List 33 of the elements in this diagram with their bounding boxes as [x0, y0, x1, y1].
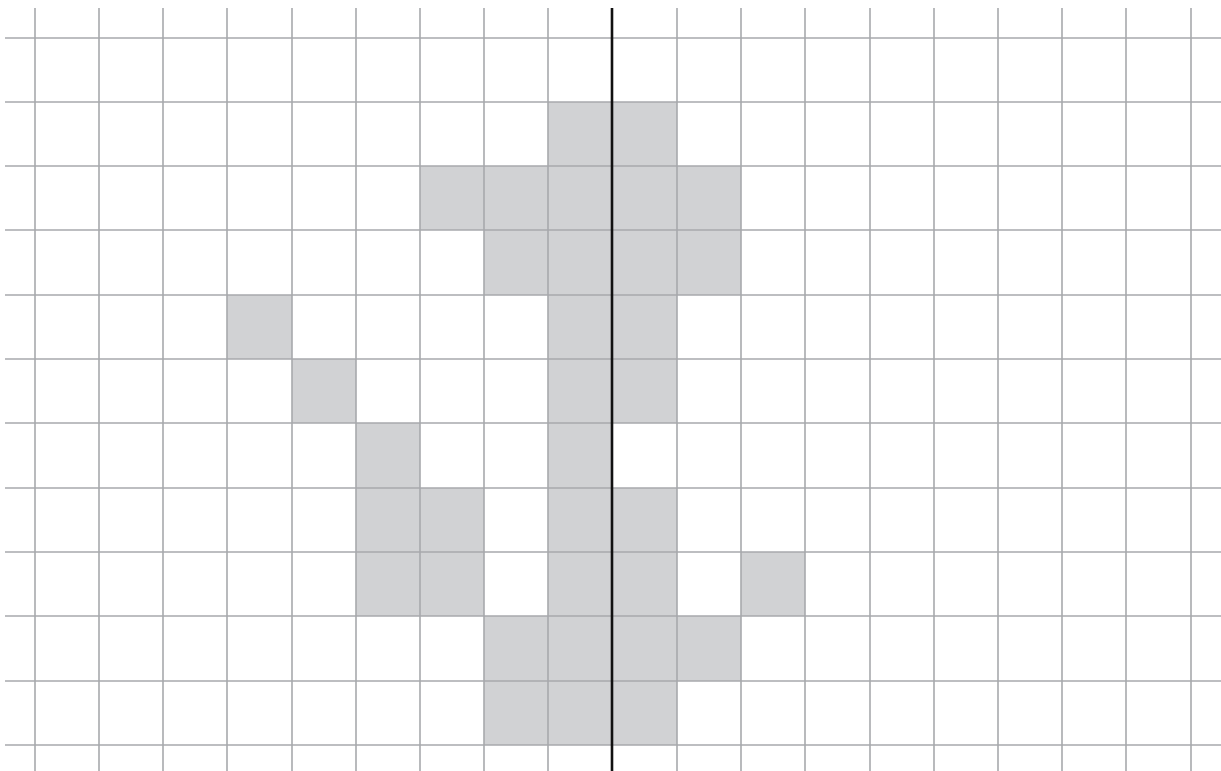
- shaded-cell: [227, 295, 292, 359]
- shaded-cell: [484, 166, 548, 230]
- shaded-cell: [612, 102, 677, 166]
- shaded-cell: [484, 681, 548, 745]
- shaded-cell: [548, 166, 612, 230]
- shaded-cell: [548, 616, 612, 681]
- shaded-cell: [292, 359, 356, 423]
- shaded-cell: [420, 166, 484, 230]
- shaded-cell: [612, 295, 677, 359]
- shaded-cell: [612, 359, 677, 423]
- shaded-cell: [548, 681, 612, 745]
- shaded-cell: [356, 552, 420, 616]
- shaded-cell: [548, 423, 612, 488]
- shaded-cell: [548, 295, 612, 359]
- shaded-cell: [612, 552, 677, 616]
- shaded-cell: [612, 166, 677, 230]
- shaded-cell: [612, 681, 677, 745]
- shaded-cell: [484, 230, 548, 295]
- shaded-cell: [612, 488, 677, 552]
- shaded-cell: [356, 423, 420, 488]
- shaded-cell: [548, 359, 612, 423]
- shaded-cell: [548, 102, 612, 166]
- shaded-cell: [677, 230, 741, 295]
- shaded-cell: [677, 616, 741, 681]
- shaded-cell: [548, 230, 612, 295]
- shaded-cell: [741, 552, 805, 616]
- shaded-cell: [484, 616, 548, 681]
- shaded-cell: [548, 552, 612, 616]
- shaded-cell: [420, 488, 484, 552]
- shaded-cell: [420, 552, 484, 616]
- shaded-cell: [677, 166, 741, 230]
- shaded-cell: [548, 488, 612, 552]
- shaded-cell: [356, 488, 420, 552]
